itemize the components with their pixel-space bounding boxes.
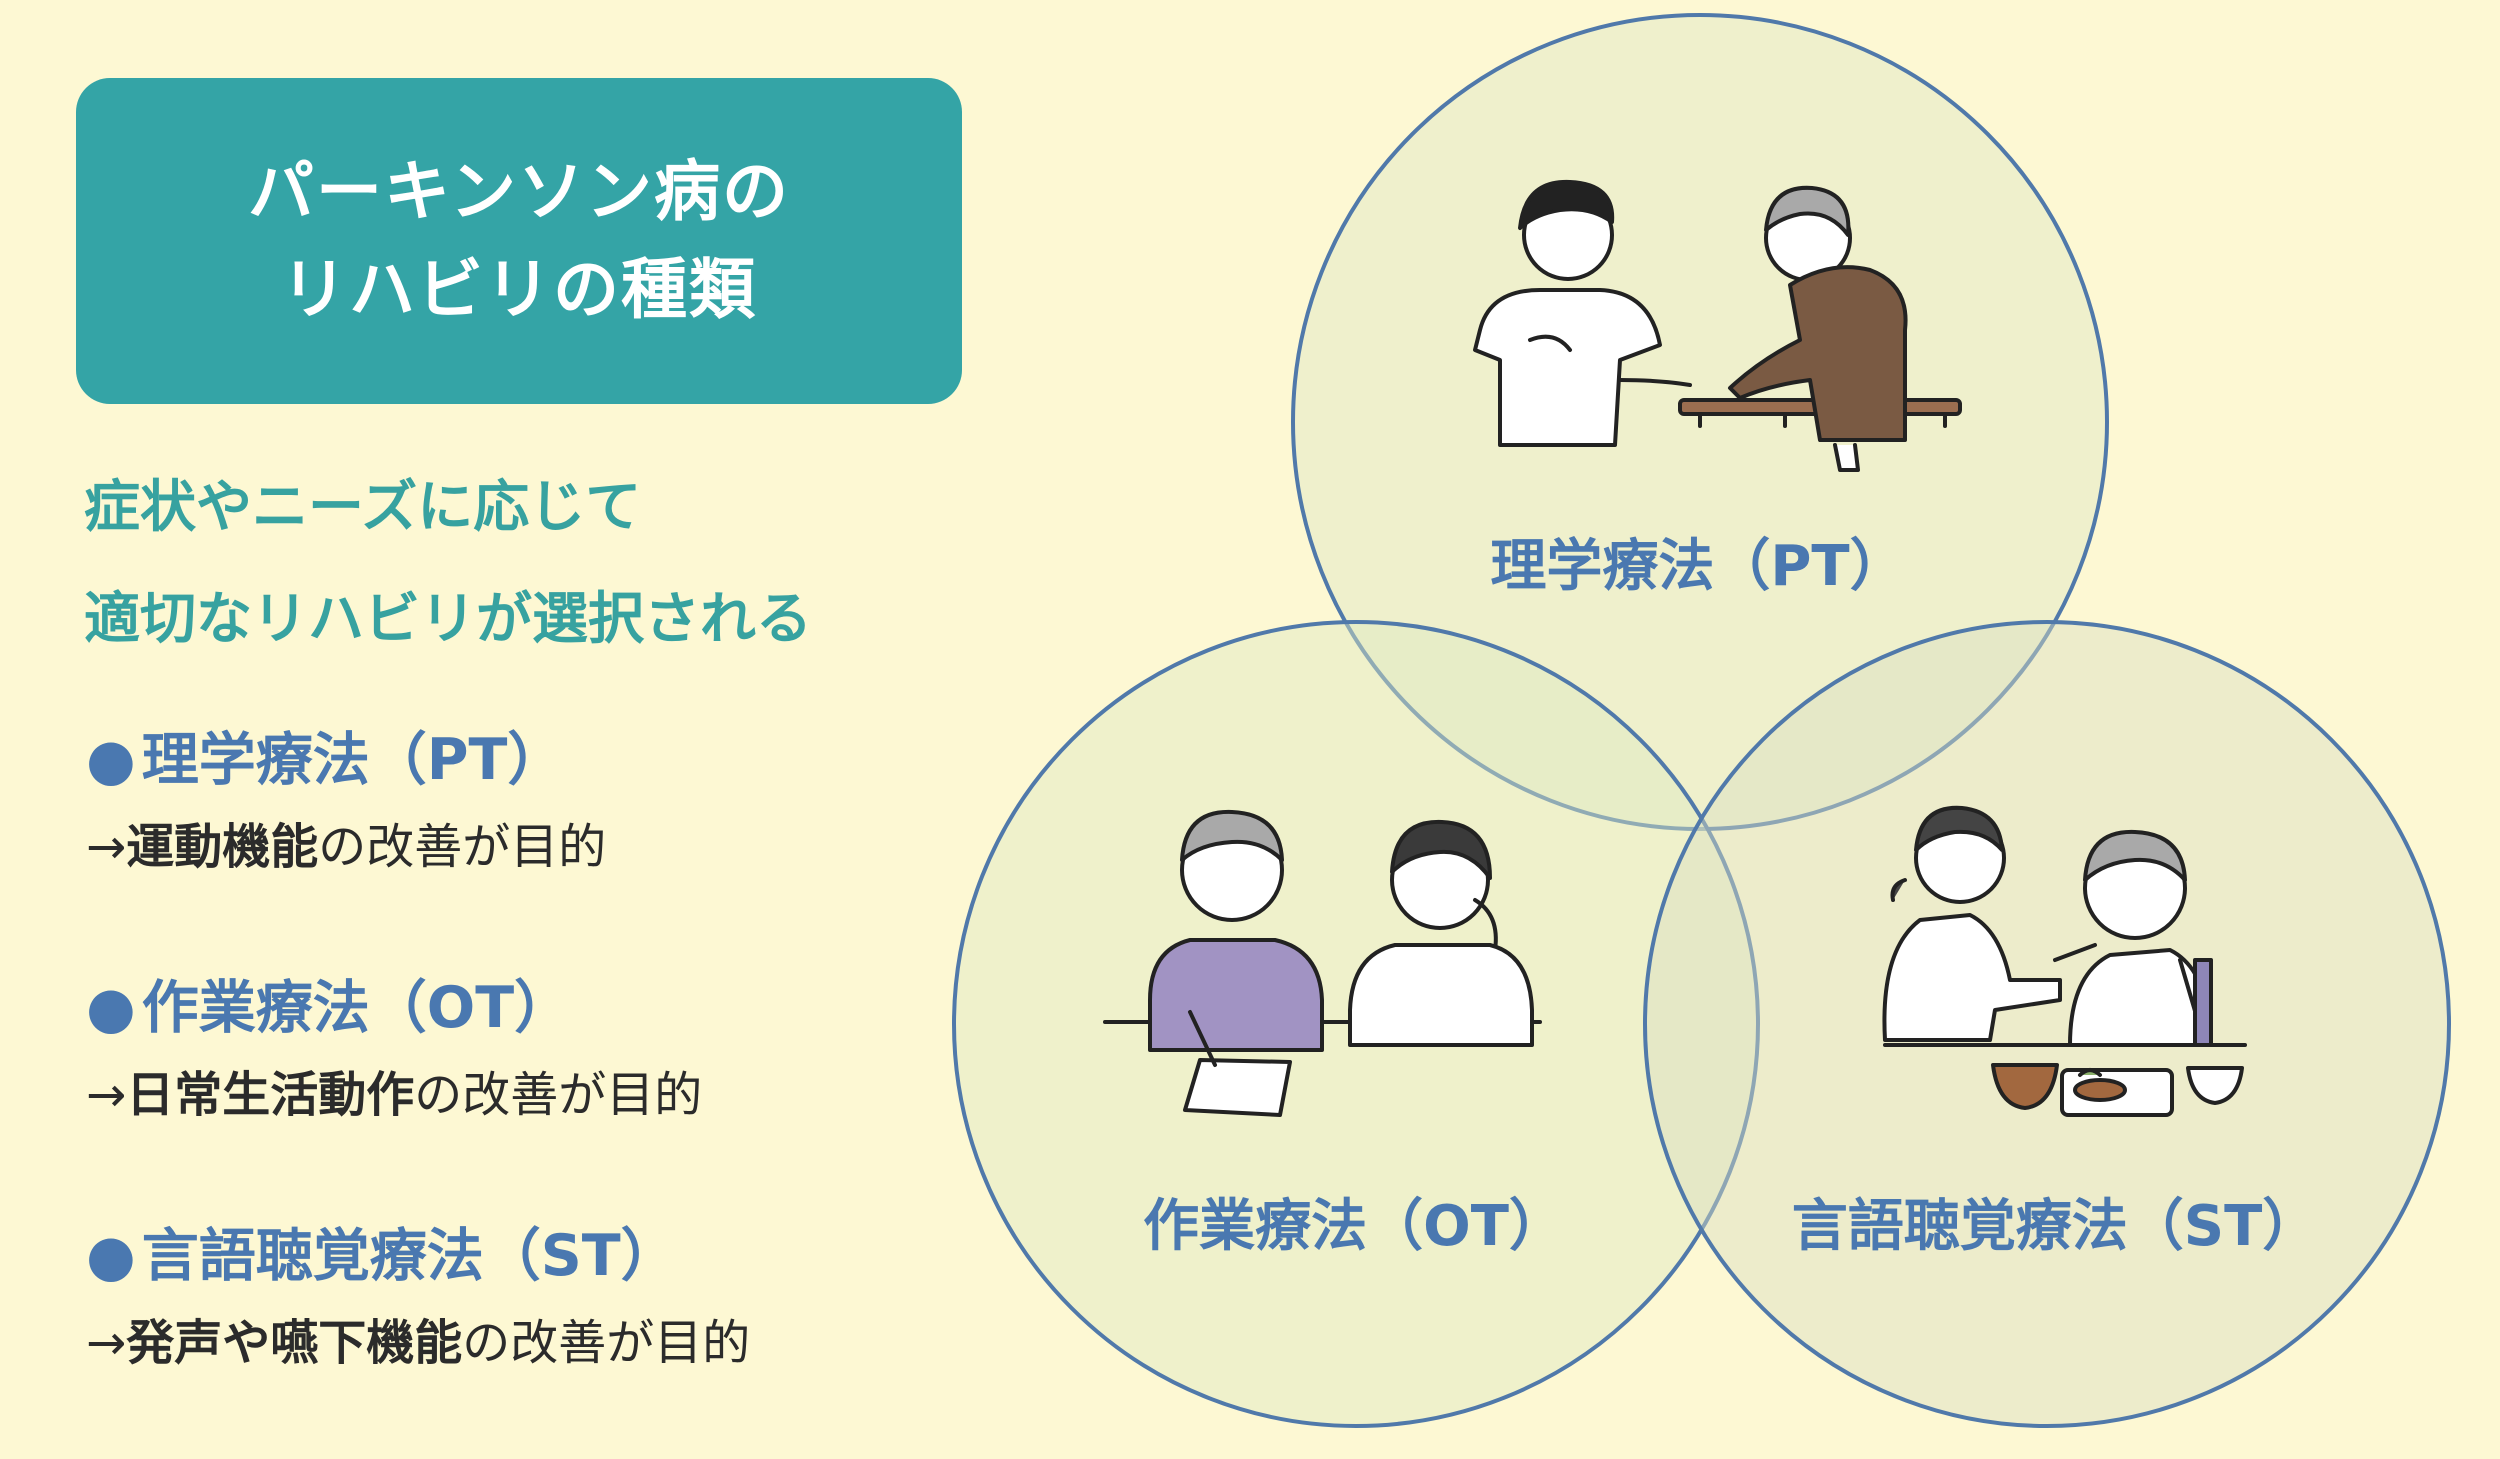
title-line-2: リハビリの種類 — [281, 251, 757, 328]
arrow-icon: → — [86, 1067, 127, 1123]
item-st: ●言語聴覚療法（ST） →発声や嚥下機能の改善が目的 — [86, 1218, 750, 1378]
circle-label-st: 言語聴覚療法（ST） — [1792, 1194, 2319, 1259]
item-title: ●言語聴覚療法（ST） — [86, 1218, 750, 1294]
item-suffix: の改善が目的 — [318, 819, 607, 875]
therapist-assisting-walking-illustration — [1473, 179, 1962, 472]
circle-st — [1643, 620, 2451, 1428]
item-pt: ●理学療法（PT） →運動機能の改善が目的 — [86, 722, 606, 882]
item-title: ●作業療法（OT） — [86, 970, 702, 1046]
lead-line-1: 症状やニーズに応じて — [84, 475, 642, 540]
arrow-icon: → — [86, 1315, 127, 1371]
feeding-assistance-illustration — [1882, 805, 2247, 1117]
bullet-icon: ● — [86, 975, 136, 1041]
item-focus: 日常生活動作 — [126, 1067, 415, 1123]
lead-text: 症状やニーズに応じて 適切なリハビリが選択される — [84, 452, 812, 676]
item-ot: ●作業療法（OT） →日常生活動作の改善が目的 — [86, 970, 702, 1130]
item-focus: 運動機能 — [126, 819, 319, 875]
item-focus: 発声や嚥下機能 — [126, 1315, 463, 1371]
item-description: →発声や嚥下機能の改善が目的 — [86, 1308, 750, 1378]
bullet-icon: ● — [86, 1223, 136, 1289]
item-title-text: 作業療法（OT） — [141, 975, 572, 1041]
item-description: →日常生活動作の改善が目的 — [86, 1060, 702, 1130]
item-title-text: 理学療法（PT） — [141, 727, 565, 793]
item-description: →運動機能の改善が目的 — [86, 812, 606, 882]
circle-label-pt: 理学療法（PT） — [1490, 534, 1905, 599]
title-line-1: パーキンソン病の — [247, 153, 791, 230]
item-title: ●理学療法（PT） — [86, 722, 606, 798]
lead-line-2: 適切なリハビリが選択される — [84, 587, 812, 652]
bullet-icon: ● — [86, 727, 136, 793]
item-suffix: の改善が目的 — [414, 1067, 703, 1123]
arrow-icon: → — [86, 819, 127, 875]
circle-label-ot: 作業療法（OT） — [1143, 1194, 1565, 1259]
item-title-text: 言語聴覚療法（ST） — [141, 1223, 678, 1289]
writing-at-table-illustration — [1103, 809, 1542, 1117]
item-suffix: の改善が目的 — [462, 1315, 751, 1371]
title-box: パーキンソン病の リハビリの種類 — [76, 78, 962, 404]
